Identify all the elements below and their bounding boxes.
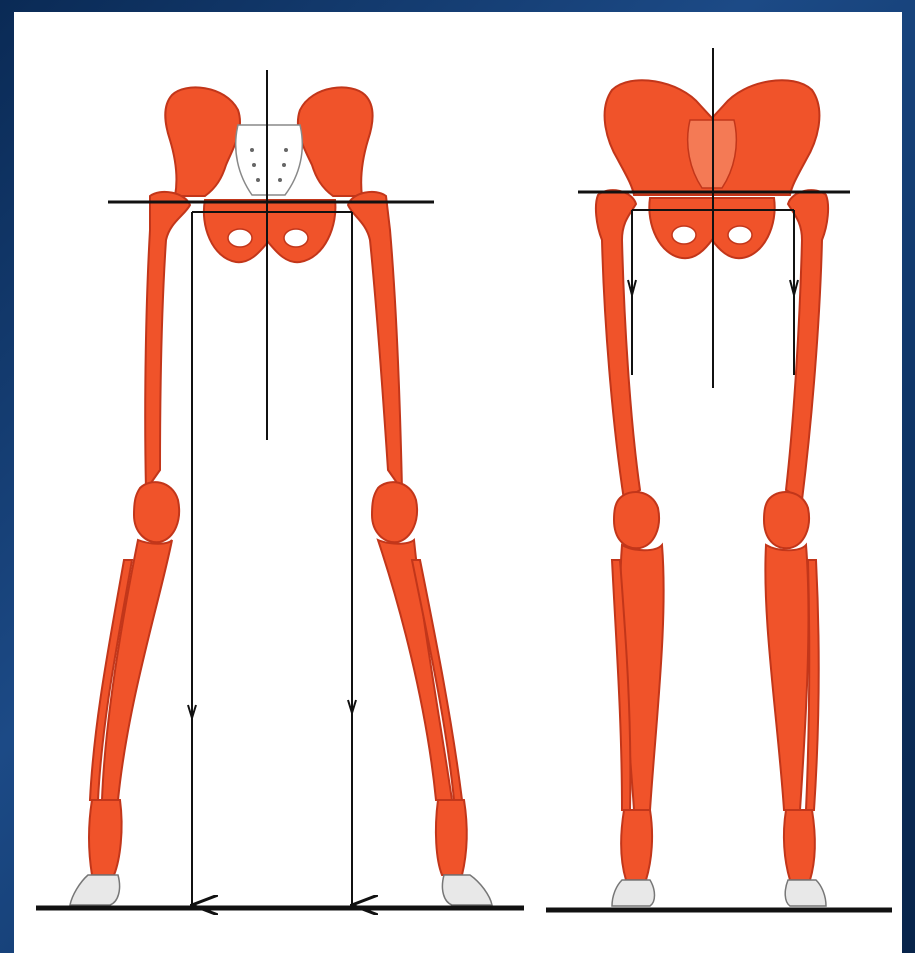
- left-foot-1: [70, 875, 120, 905]
- right-tibia-2: [765, 545, 808, 810]
- right-knee-1: [614, 492, 659, 548]
- right-foot-2: [785, 880, 826, 906]
- right-femur-1: [596, 190, 640, 500]
- right-obturator-foramen-r: [728, 226, 752, 244]
- left-ankle-2: [436, 800, 467, 875]
- left-foot-2: [442, 875, 492, 905]
- right-foot-1: [612, 880, 655, 906]
- left-femur-1: [145, 192, 190, 490]
- left-knee-2: [372, 482, 417, 542]
- left-ankle-1: [89, 800, 122, 875]
- right-ankle-2: [784, 810, 815, 880]
- left-sacrum: [236, 125, 303, 195]
- right-obturator-foramen-l: [672, 226, 696, 244]
- left-obturator-foramen-l: [228, 229, 252, 247]
- left-pelvis-iliac-wing-left: [165, 87, 240, 196]
- right-knee-2: [764, 492, 809, 548]
- left-pelvis-iliac-wing-right: [298, 87, 373, 196]
- right-ankle-1: [621, 810, 652, 880]
- left-knee-1: [134, 482, 179, 542]
- right-femur-2: [786, 190, 828, 500]
- left-pubis: [204, 200, 336, 262]
- left-obturator-foramen-r: [284, 229, 308, 247]
- left-femur-2: [348, 192, 402, 490]
- left-skeleton: [70, 87, 492, 905]
